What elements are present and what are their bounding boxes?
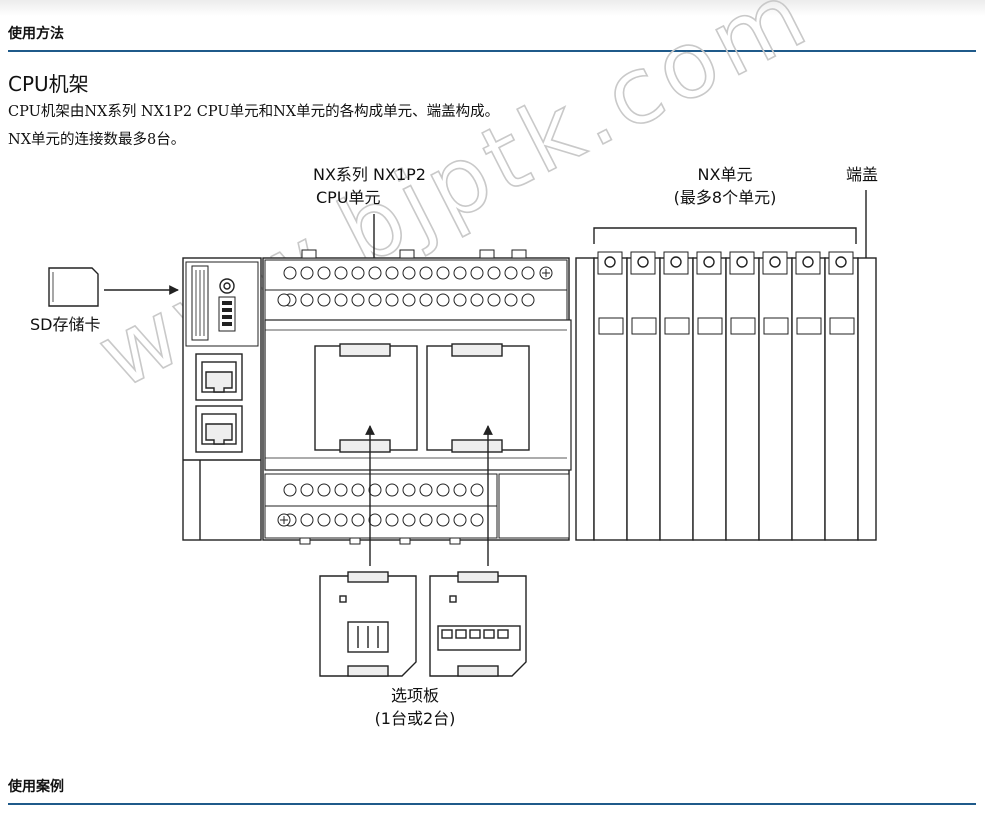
nx-unit-label-line1: NX单元	[697, 165, 753, 184]
section-header-usage: 使用方法	[8, 16, 976, 52]
nx-bracket	[593, 227, 857, 244]
end-cover	[857, 257, 877, 541]
option-board-2-icon	[429, 571, 527, 677]
section-divider	[8, 803, 976, 805]
option-slot-2	[426, 345, 530, 451]
section-header-usage-label: 使用方法	[8, 26, 64, 42]
option-slot-1	[314, 345, 418, 451]
section-divider	[8, 50, 976, 52]
description-line-1: CPU机架由NX系列 NX1P2 CPU单元和NX单元的各构成单元、端盖构成。	[8, 104, 500, 120]
ethernet-port-2-icon	[195, 405, 243, 453]
sd-card-label: SD存储卡	[30, 315, 101, 334]
end-cover-label: 端盖	[846, 165, 879, 184]
cpu-unit-label-line1: NX系列 NX1P2	[313, 165, 426, 184]
option-board-label-line1: 选项板	[390, 686, 439, 705]
screw-icons	[277, 266, 553, 527]
nx-unit-label-line2: (最多8个单元)	[673, 188, 777, 207]
top-shade	[0, 0, 985, 16]
cpu-unit-label-line2: CPU单元	[316, 188, 381, 207]
option-board-label-line2: (1台或2台)	[374, 709, 456, 728]
terminal-rows	[283, 266, 535, 527]
option-board-1-icon	[319, 571, 417, 677]
section-header-cases: 使用案例	[8, 769, 976, 805]
section-header-cases-label: 使用案例	[8, 779, 64, 795]
sd-card-icon	[48, 267, 99, 307]
ethernet-port-1-icon	[195, 353, 243, 401]
description-line-2: NX单元的连接数最多8台。	[8, 132, 186, 148]
page-title: CPU机架	[8, 72, 89, 96]
nx-units	[575, 251, 859, 541]
